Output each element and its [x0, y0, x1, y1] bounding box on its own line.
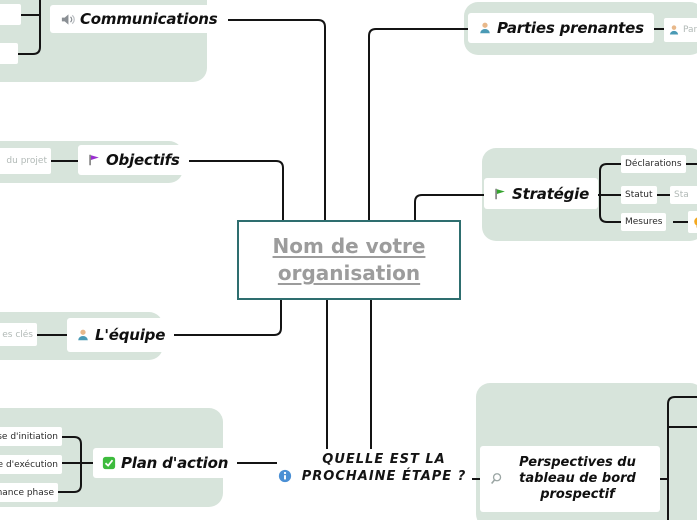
plan-child-initiation[interactable]: se d'initiation	[0, 427, 62, 446]
central-topic-label-line1: Nom de votre	[272, 234, 426, 258]
plan-child-initiation-label: se d'initiation	[0, 431, 58, 442]
topic-parties-prenantes-label: Parties prenantes	[497, 19, 644, 37]
strategie-child-statut-label: Statut	[625, 190, 653, 200]
strategie-child-declarations-label: Déclarations	[625, 159, 682, 169]
parties-child-node[interactable]: Par	[664, 18, 697, 42]
objectifs-left-node[interactable]: du projet	[0, 148, 51, 174]
topic-perspectives[interactable]: Perspectives du tableau de bord prospect…	[480, 446, 660, 512]
topic-next-step-question[interactable]: QUELLE EST LA PROCHAINE ÉTAPE ?	[298, 452, 470, 486]
question-line1: QUELLE EST LA	[322, 452, 446, 467]
equipe-left-node[interactable]: es clés	[0, 323, 37, 346]
checkbox-icon	[102, 456, 116, 470]
topic-communications-label: Communications	[80, 10, 218, 28]
objectifs-left-label: du projet	[6, 156, 47, 166]
communications-subnode-1[interactable]	[0, 4, 21, 25]
strategie-child-statut[interactable]: Statut	[621, 186, 657, 204]
topic-parties-prenantes[interactable]: Parties prenantes	[468, 13, 654, 43]
flag-purple-icon	[87, 153, 101, 167]
topic-strategie-label: Stratégie	[512, 184, 590, 203]
perspectives-label-line3: prospectif	[540, 487, 615, 503]
strategie-child-mesures[interactable]: Mesures	[621, 213, 667, 231]
topic-communications[interactable]: Communications	[50, 5, 228, 33]
parties-child-label: Par	[683, 25, 697, 35]
statut-grandchild-label: Sta	[674, 190, 689, 200]
communications-subnode-2[interactable]	[0, 43, 18, 64]
magnifier-icon	[482, 472, 503, 486]
topic-equipe-label: L'équipe	[95, 326, 166, 344]
topic-objectifs[interactable]: Objectifs	[78, 145, 189, 175]
person-icon	[76, 328, 90, 342]
plan-child-execution[interactable]: e d'exécution	[0, 455, 62, 474]
central-topic-label-line2: organisation	[277, 261, 421, 285]
topic-equipe[interactable]: L'équipe	[67, 318, 175, 352]
plan-child-maintenance[interactable]: enance phase	[0, 483, 58, 502]
topic-plan-action-label: Plan d'action	[121, 454, 229, 472]
speaker-icon	[60, 12, 75, 27]
strategie-child-mesures-label: Mesures	[625, 217, 663, 227]
person-icon	[478, 21, 492, 35]
plan-child-execution-label: e d'exécution	[0, 459, 58, 470]
equipe-left-label: es clés	[2, 329, 33, 340]
mesures-grandchild-node[interactable]	[688, 211, 697, 233]
statut-grandchild-node[interactable]: Sta	[670, 186, 697, 204]
flag-green-icon	[493, 187, 507, 201]
lightbulb-icon	[692, 216, 697, 229]
topic-objectifs-label: Objectifs	[106, 151, 180, 169]
person-icon	[668, 24, 680, 36]
strategie-child-declarations[interactable]: Déclarations	[621, 155, 686, 173]
question-line2: PROCHAINE ÉTAPE ?	[301, 468, 467, 484]
topic-strategie[interactable]: Stratégie	[484, 178, 599, 209]
info-icon	[278, 469, 292, 483]
topic-plan-action[interactable]: Plan d'action	[93, 448, 238, 478]
central-topic[interactable]: Nom de votre organisation	[237, 220, 461, 300]
perspectives-label-line1: Perspectives du	[519, 454, 636, 470]
plan-child-maintenance-label: enance phase	[0, 487, 54, 498]
perspectives-label-line2: tableau de bord	[519, 470, 636, 486]
